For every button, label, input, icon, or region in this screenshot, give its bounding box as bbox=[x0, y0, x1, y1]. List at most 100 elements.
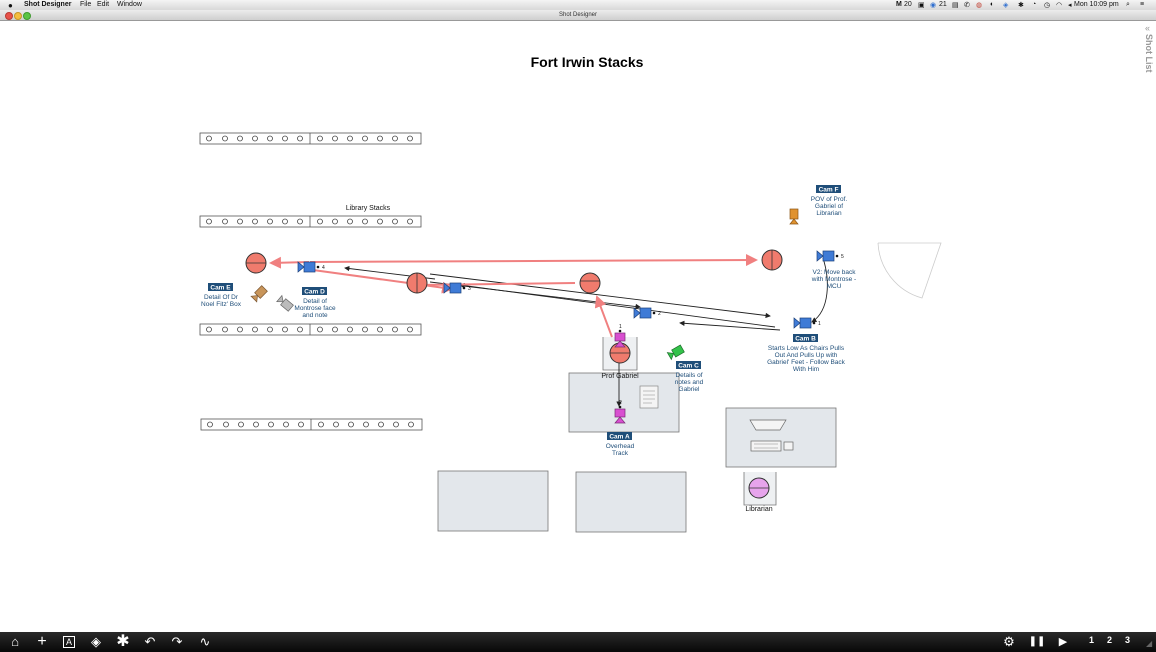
table-1[interactable] bbox=[437, 470, 549, 532]
diagram-title[interactable]: Fort Irwin Stacks bbox=[531, 54, 644, 70]
stack-row-1[interactable] bbox=[199, 132, 422, 145]
status-icon-7[interactable]: ◈ bbox=[1003, 2, 1009, 9]
status-icon-3[interactable]: ▤ bbox=[952, 2, 959, 9]
search-icon[interactable]: ⌕ bbox=[1126, 1, 1130, 8]
asterisk-icon[interactable]: ✱ bbox=[116, 633, 130, 650]
svg-text:with Montrose -: with Montrose - bbox=[811, 276, 856, 283]
badge-count: 21 bbox=[939, 1, 947, 8]
svg-text:Overhead: Overhead bbox=[606, 443, 635, 450]
page-2-button[interactable]: 2 bbox=[1107, 635, 1113, 645]
shot-list-tab[interactable]: « Shot List bbox=[1142, 22, 1156, 92]
apple-icon[interactable]: ● bbox=[8, 1, 13, 10]
svg-text:3: 3 bbox=[468, 286, 471, 292]
svg-text:5: 5 bbox=[841, 254, 844, 260]
monitor-icon[interactable] bbox=[749, 419, 787, 431]
home-icon[interactable]: ⌂ bbox=[11, 634, 19, 649]
actor-figures[interactable] bbox=[245, 249, 783, 364]
svg-text:POV of Prof.: POV of Prof. bbox=[811, 196, 848, 203]
pause-icon[interactable]: ❚❚ bbox=[1028, 636, 1046, 647]
clock[interactable]: Mon 10:09 pm bbox=[1074, 1, 1119, 8]
layers-icon[interactable]: ◈ bbox=[91, 634, 101, 649]
svg-text:Detail Of Dr: Detail Of Dr bbox=[204, 294, 239, 301]
status-icon-4[interactable]: ✆ bbox=[964, 2, 970, 9]
svg-text:and note: and note bbox=[302, 312, 328, 319]
zoom-window-button[interactable] bbox=[23, 12, 31, 20]
app-menu[interactable]: Shot Designer bbox=[24, 1, 72, 8]
stack-row-4[interactable] bbox=[200, 418, 423, 431]
cam-d-label[interactable]: Cam D Detail of Montrose face and note bbox=[294, 287, 336, 319]
cam-b-label[interactable]: Cam B Starts Low As Chairs Pulls Out And… bbox=[767, 334, 846, 373]
menu-edit[interactable]: Edit bbox=[97, 1, 110, 8]
v2-note[interactable]: V2: Move back with Montrose - MCU bbox=[811, 269, 856, 290]
menu-file[interactable]: File bbox=[80, 1, 92, 8]
volume-icon[interactable]: ◂ bbox=[1068, 2, 1072, 9]
bluetooth-icon[interactable]: ✱ bbox=[1018, 2, 1024, 9]
svg-text:Detail of: Detail of bbox=[303, 298, 327, 305]
status-icon-6[interactable]: ◐ bbox=[990, 1, 995, 8]
paper-icon[interactable] bbox=[639, 385, 659, 409]
cam-f-label[interactable]: Cam F POV of Prof. Gabriel of Librarian bbox=[811, 185, 848, 217]
svg-text:Montrose face: Montrose face bbox=[294, 305, 336, 312]
svg-text:Cam B: Cam B bbox=[795, 336, 816, 343]
stack-row-3[interactable] bbox=[199, 323, 422, 336]
cam-d-icon[interactable] bbox=[276, 294, 294, 312]
time-machine-icon[interactable]: ◷ bbox=[1044, 2, 1051, 9]
svg-text:MCU: MCU bbox=[827, 283, 842, 290]
window-titlebar: Shot Designer bbox=[0, 10, 1156, 21]
svg-text:notes and: notes and bbox=[675, 379, 704, 386]
m-count: 20 bbox=[904, 1, 912, 8]
stack-row-2[interactable] bbox=[199, 215, 422, 228]
svg-text:Cam D: Cam D bbox=[304, 289, 325, 296]
cam-a-label[interactable]: Cam A Overhead Track bbox=[606, 432, 635, 457]
minimize-window-button[interactable] bbox=[14, 12, 22, 20]
svg-text:Track: Track bbox=[612, 450, 629, 457]
status-icon-5[interactable]: ◍ bbox=[976, 2, 983, 9]
table-2[interactable] bbox=[575, 471, 687, 533]
cam-e-label[interactable]: Cam E Detail Of Dr Noel Fitz' Box bbox=[201, 283, 242, 308]
keyboard-icon[interactable] bbox=[750, 440, 794, 452]
cam-a-icon[interactable]: 1 2 bbox=[614, 324, 626, 424]
redo-icon[interactable]: ↷ bbox=[171, 634, 183, 649]
svg-text:4: 4 bbox=[322, 265, 325, 271]
page-3-button[interactable]: 3 bbox=[1125, 635, 1131, 645]
desk-librarian[interactable] bbox=[725, 407, 837, 468]
status-icon-1[interactable]: ▣ bbox=[918, 2, 925, 9]
camera-icons[interactable]: 4 3 2 1 5 bbox=[297, 250, 844, 329]
svg-text:Cam C: Cam C bbox=[678, 363, 699, 370]
plus-icon[interactable]: + bbox=[37, 633, 47, 650]
librarian-label[interactable]: Librarian bbox=[745, 506, 772, 513]
door-swing[interactable] bbox=[877, 242, 942, 299]
text-icon[interactable]: A bbox=[60, 634, 78, 650]
svg-text:Details of: Details of bbox=[675, 372, 702, 379]
svg-text:Out And Pulls Up with: Out And Pulls Up with bbox=[775, 352, 838, 359]
undo-icon[interactable]: ↶ bbox=[144, 634, 156, 649]
page-1-button[interactable]: 1 bbox=[1089, 635, 1095, 645]
window-title: Shot Designer bbox=[558, 12, 598, 18]
double-chevron-icon[interactable]: « bbox=[1145, 23, 1151, 33]
cam-e-icon[interactable] bbox=[250, 285, 268, 303]
svg-text:1: 1 bbox=[619, 324, 622, 330]
cam-f-icon[interactable] bbox=[789, 208, 799, 225]
svg-text:2: 2 bbox=[658, 311, 661, 317]
draw-icon[interactable]: ∿ bbox=[199, 634, 211, 649]
svg-text:Noel Fitz' Box: Noel Fitz' Box bbox=[201, 301, 242, 308]
diagram-canvas[interactable]: Fort Irwin Stacks Library Stacks bbox=[1, 21, 1155, 632]
cam-c-icon[interactable] bbox=[666, 344, 685, 361]
list-icon[interactable]: ≡ bbox=[1140, 1, 1145, 8]
svg-text:With Him: With Him bbox=[793, 366, 819, 373]
sync-icon[interactable]: ◔ bbox=[1032, 1, 1037, 8]
m-icon[interactable]: M bbox=[896, 1, 902, 8]
close-window-button[interactable] bbox=[5, 12, 13, 20]
librarian-figure[interactable] bbox=[748, 477, 770, 499]
bottom-toolbar: ⌂ + A ◈ ✱ ↶ ↷ ∿ ⚙ ❚❚ ▶ 1 2 3 ◢ bbox=[0, 632, 1156, 652]
cam-c-label[interactable]: Cam C Details of notes and Gabriel bbox=[675, 361, 704, 393]
svg-text:2: 2 bbox=[619, 400, 622, 406]
play-icon[interactable]: ▶ bbox=[1058, 636, 1068, 648]
status-icon-2[interactable]: ◉ bbox=[930, 2, 937, 9]
library-stacks-label[interactable]: Library Stacks bbox=[346, 205, 391, 212]
menu-window[interactable]: Window bbox=[117, 1, 142, 8]
resize-grip-icon[interactable]: ◢ bbox=[1146, 639, 1153, 648]
prof-gabriel-label[interactable]: Prof Gabriel bbox=[601, 373, 639, 380]
gear-icon[interactable]: ⚙ bbox=[1003, 634, 1015, 649]
wifi-icon[interactable]: ◠ bbox=[1056, 2, 1063, 9]
